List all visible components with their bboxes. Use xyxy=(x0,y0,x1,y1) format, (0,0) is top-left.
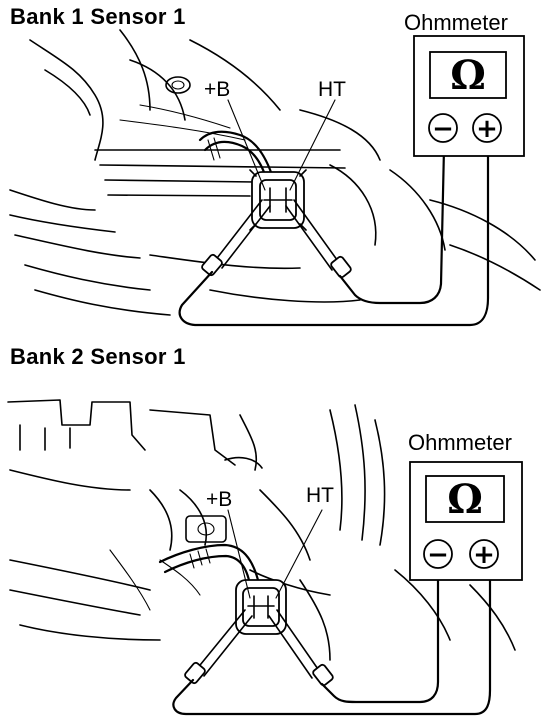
positive-terminal xyxy=(472,113,502,143)
ohmmeter: Ω − + xyxy=(409,461,523,581)
omega-symbol: Ω xyxy=(450,52,486,99)
engine-background-sketch xyxy=(9,29,541,316)
panel-title: Bank 1 Sensor 1 xyxy=(10,4,186,29)
test-probes xyxy=(201,199,352,279)
omega-symbol: Ω xyxy=(447,476,483,523)
ht-leader xyxy=(275,509,323,599)
pin-label-plus-b: +B xyxy=(206,488,232,511)
pin-label-ht: HT xyxy=(318,78,346,101)
negative-terminal xyxy=(423,539,453,569)
sensor-cable xyxy=(158,543,260,587)
bank2-sensor1-panel: +B HT Ω − + Ohmmeter Bank 2 Sensor 1 xyxy=(0,340,544,720)
plus-b-leader xyxy=(227,99,266,191)
meter-leads xyxy=(178,146,490,327)
negative-terminal-sign: − xyxy=(432,114,454,144)
meter-leads xyxy=(172,570,492,716)
plus-b-leader xyxy=(227,509,251,599)
test-probes xyxy=(184,609,334,687)
panel-title: Bank 2 Sensor 1 xyxy=(10,344,186,369)
bank2-diagram: +B HT Ω − + Ohmmeter xyxy=(7,399,523,716)
ohmmeter-label: Ohmmeter xyxy=(408,430,512,455)
bank1-sensor1-panel: +B HT Ω − + Ohmmeter Bank 1 Sensor 1 xyxy=(0,0,544,340)
sensor-cable xyxy=(198,130,274,180)
ohmmeter-label: Ohmmeter xyxy=(404,10,508,35)
positive-terminal-sign: + xyxy=(473,540,495,570)
engine-background-sketch xyxy=(7,399,516,661)
positive-terminal xyxy=(469,539,499,569)
pin-label-ht: HT xyxy=(306,484,334,507)
positive-terminal-sign: + xyxy=(476,114,498,144)
negative-terminal-sign: − xyxy=(427,540,449,570)
ohmmeter: Ω − + xyxy=(413,35,525,157)
ht-leader xyxy=(289,99,336,191)
negative-terminal xyxy=(428,113,458,143)
bank1-diagram: +B HT Ω − + Ohmmeter xyxy=(9,10,541,327)
pin-label-plus-b: +B xyxy=(204,78,230,101)
